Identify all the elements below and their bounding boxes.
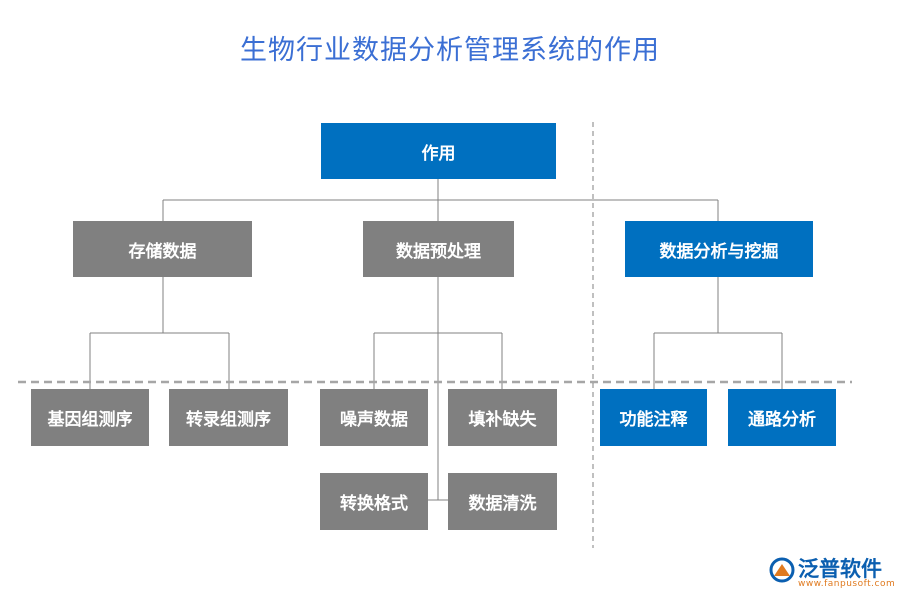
root-node: 作用 [321, 123, 556, 179]
leaf-node-transcriptome-sequencing: 转录组测序 [169, 389, 288, 446]
leaf-node-pathway-analysis: 通路分析 [728, 389, 836, 446]
leaf-label: 噪声数据 [340, 410, 408, 430]
leaf-label: 转换格式 [340, 494, 408, 514]
category-node-analysis: 数据分析与挖掘 [625, 221, 813, 277]
leaf-label: 数据清洗 [468, 494, 537, 514]
leaf-node-genome-sequencing: 基因组测序 [31, 389, 149, 446]
leaf-node-noise-data: 噪声数据 [320, 389, 428, 446]
category-node-preprocessing: 数据预处理 [363, 221, 514, 277]
leaf-label: 功能注释 [619, 410, 688, 430]
leaf-label: 填补缺失 [468, 410, 537, 430]
category-node-storage: 存储数据 [73, 221, 252, 277]
page-title: 生物行业数据分析管理系统的作用 [240, 35, 660, 66]
leaf-label: 通路分析 [748, 410, 816, 430]
leaf-node-data-cleaning: 数据清洗 [448, 473, 557, 530]
leaf-node-function-annotation: 功能注释 [600, 389, 707, 446]
leaf-node-fill-missing: 填补缺失 [448, 389, 557, 446]
brand-logo: 泛普软件 www.fanpusoft.com [768, 552, 898, 592]
category-label: 存储数据 [128, 241, 197, 262]
logo-url: www.fanpusoft.com [798, 579, 896, 589]
root-label: 作用 [421, 143, 456, 164]
category-label: 数据预处理 [396, 241, 481, 262]
leaf-node-convert-format: 转换格式 [320, 473, 428, 530]
leaf-label: 转录组测序 [186, 410, 271, 430]
category-label: 数据分析与挖掘 [659, 241, 779, 262]
fanpu-logo-icon [769, 557, 795, 583]
leaf-label: 基因组测序 [47, 410, 133, 430]
logo-name: 泛普软件 [798, 557, 882, 581]
